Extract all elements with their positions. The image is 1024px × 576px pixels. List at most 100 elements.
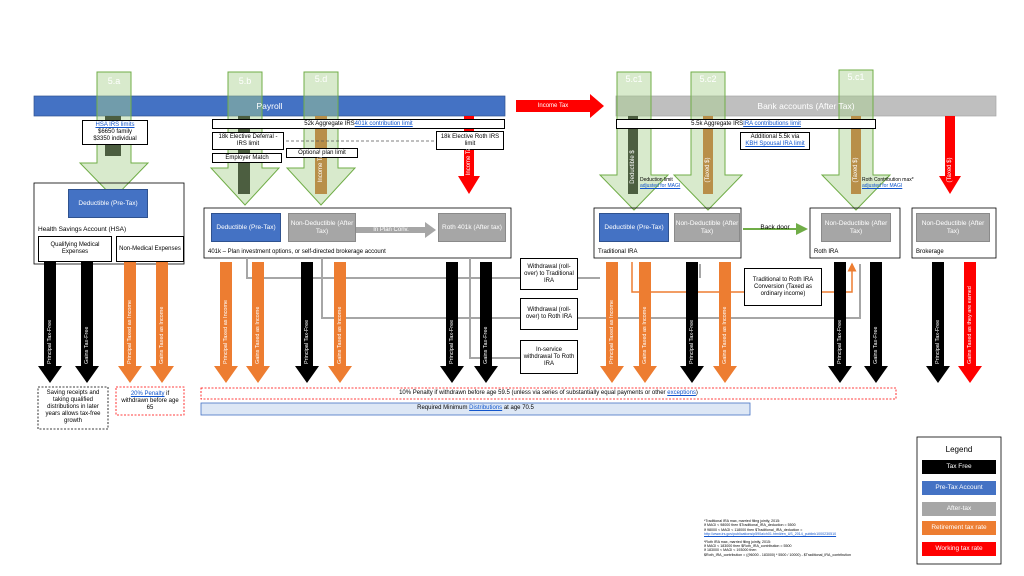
withdrawal-arrow-10 <box>474 262 498 383</box>
withdrawal-label-12: Gains Taxed as Income <box>642 306 648 364</box>
agg-401k-limit-link[interactable]: 401k contribution limit <box>354 120 413 127</box>
withdrawal-label-9: Principal Tax-Free <box>449 319 455 364</box>
non-medical-expenses-box: Non-Medical Expenses <box>116 236 184 262</box>
roth-magi-link[interactable]: adjusted for MAGI <box>862 183 903 189</box>
legend-tax-free: Tax Free <box>922 460 996 474</box>
withdrawal-label-1: Principal Tax-Free <box>47 319 53 364</box>
back-door-label: Back door <box>760 224 790 231</box>
step-5c1b-arrow <box>820 69 892 211</box>
rmd-text: Required Minimum <box>417 405 470 411</box>
saving-receipts-note: Saving receipts and taking qualified dis… <box>45 390 101 424</box>
hsa-title: Health Savings Account (HSA) <box>38 226 127 233</box>
withdrawal-arrows <box>38 262 982 383</box>
trad-ira-title: Traditional IRA <box>598 249 638 255</box>
bank-label: Bank accounts (After Tax) <box>757 101 855 111</box>
brokerage-red-stem <box>945 116 955 176</box>
withdrawal-label-16: Gains Tax-Free <box>873 326 879 365</box>
elective-roth-box: 18k Elective Roth IRS limit <box>436 131 504 150</box>
withdrawal-arrow-8 <box>328 262 352 383</box>
income-tax-label: Income Tax <box>537 103 569 109</box>
deduction-limit-text: Deduction limit <box>640 177 673 183</box>
qualifying-expenses-box: Qualifying Medical Expenses <box>38 236 112 262</box>
withdrawal-label-8: Gains Taxed as Income <box>337 306 343 364</box>
taxed-vertical-label-roth: (Taxed $) <box>853 157 859 183</box>
hsa-deductible-box: Deductible (Pre-Tax) <box>68 189 148 218</box>
brokerage-red-head <box>939 176 961 194</box>
penalty10-text: 10% Penalty if withdrawn before age 59.5… <box>399 390 668 396</box>
hsa-penalty-link[interactable]: 20% Penalty <box>130 391 165 397</box>
rmd-link[interactable]: Distributions <box>469 405 503 411</box>
footnote-roth-2: If 183000 < MAGI < 193000 then <box>704 548 757 553</box>
roth-ira-container <box>809 207 901 259</box>
roth-contribution-note: Roth Contribution max*adjusted for MAGI <box>862 177 924 189</box>
taxed-vertical-label-trad: (Taxed $) <box>705 157 711 183</box>
k401-title: 401k – Plan investment options, or self-… <box>208 249 386 255</box>
footnote-trad-title: *Traditional IRA max, married filing joi… <box>704 519 781 523</box>
hsa-limits-box: HSA IRS limits $6650 family $3350 indivi… <box>82 120 148 145</box>
withdrawal-arrow-7 <box>295 262 319 383</box>
legend-after-tax: After-tax Account/Transfer <box>922 502 996 526</box>
footnote-trad-link[interactable]: http://www.irs.gov/publications/p590a/ch… <box>704 532 837 537</box>
withdrawal-arrow-13 <box>680 262 704 383</box>
deduction-magi-link[interactable]: adjusted for MAGI <box>640 183 681 189</box>
optional-plan-box: Optional plan limit <box>286 148 358 158</box>
roth-contribution-text: Roth Contribution max* <box>862 177 914 183</box>
withdrawal-arrow-5 <box>214 262 238 383</box>
payroll-banner <box>33 95 506 117</box>
hsa-individual-limit: $3350 individual <box>93 136 137 142</box>
income-tax-vertical-label-401k: Income Tax <box>318 151 324 183</box>
step-5c1a-arrow <box>598 71 670 211</box>
withdrawal-arrow-18 <box>958 262 982 383</box>
brokerage-title: Brokerage <box>916 249 944 255</box>
step-5d-label: 5.d <box>314 74 328 84</box>
in-service-line <box>469 258 520 359</box>
hsa-container <box>33 182 185 265</box>
footnote-roth-3: $Roth_IRA_contribution = ((96000 - 18300… <box>704 552 852 557</box>
elective-deferral-box: 18k Elective Deferral - IRS limit <box>212 132 284 150</box>
rmd-note: Required Minimum Distributions at age 70… <box>201 405 750 412</box>
withdrawal-arrow-16 <box>864 262 888 383</box>
withdrawal-arrow-1 <box>38 262 62 383</box>
step-5a-label: 5.a <box>107 76 121 86</box>
withdrawal-arrow-4 <box>150 262 174 383</box>
penalty10-note: 10% Penalty if withdrawn before age 59.5… <box>201 390 896 397</box>
withdrawal-label-17: Principal Tax-Free <box>935 319 941 364</box>
penalty10-close: ) <box>695 390 698 396</box>
exceptions-link[interactable]: exceptions <box>667 390 696 396</box>
withdrawal-arrow-2 <box>75 262 99 383</box>
withdrawal-arrow-12 <box>633 262 657 383</box>
brokerage-container <box>911 207 997 259</box>
deductible-vertical-label: Deductible $ <box>630 150 636 184</box>
step-5c1a-label: 5.c1 <box>625 74 643 84</box>
hsa-penalty-box <box>115 386 185 416</box>
trad-deductible-box: Deductible (Pre-Tax) <box>599 213 669 242</box>
in-plan-conversion-arrow <box>356 222 436 238</box>
footnote-roth-title: *Roth IRA max, married filing jointly, 2… <box>704 539 772 544</box>
hsa-penalty-text: if withdrawn before age 65 <box>121 391 179 411</box>
footnote-trad-2: If 98000 < MAGI < 118000 then $Tradition… <box>704 527 803 532</box>
withdrawal-arrow-11 <box>600 262 624 383</box>
agg-ira-limit-box: 5.5k Aggregate IRS IRA contributions lim… <box>616 119 876 129</box>
hsa-limits-link[interactable]: HSA IRS limits <box>95 122 135 128</box>
k401-nondeductible-box: Non-Deductible (After Tax) <box>288 213 356 242</box>
withdrawal-label-5: Principal Taxed as Income <box>223 299 229 364</box>
payroll-label: Payroll <box>256 101 283 111</box>
conversion-line <box>631 262 857 293</box>
withdrawal-label-3: Principal Taxed as Income <box>127 299 133 364</box>
footnote-roth-1: If MAGI < 183000 then $Roth_IRA_contribu… <box>704 544 792 549</box>
trad-ira-container <box>593 207 742 259</box>
additional-ira-text: Additional 5.5k via <box>750 134 800 140</box>
agg-ira-limit-link[interactable]: IRA contributions limit <box>743 120 801 127</box>
spousal-ira-link[interactable]: KBH Spousal IRA limit <box>745 141 805 147</box>
withdrawal-arrow-15 <box>828 262 852 383</box>
withdrawal-arrow-14 <box>713 262 737 383</box>
withdrawal-arrow-9 <box>440 262 464 383</box>
roth-nondeductible-box: Non-Deductible (After Tax) <box>821 213 891 242</box>
saving-receipts-box <box>37 386 109 430</box>
income-tax-vertical-label: Income Tax <box>466 144 472 176</box>
step-5c2-arrow <box>672 71 744 211</box>
employer-match-box: Employer Match <box>212 153 282 163</box>
income-tax-arrow <box>516 94 604 118</box>
rollover-roth-box: Withdrawal (roll-over) to Roth IRA <box>520 298 578 330</box>
